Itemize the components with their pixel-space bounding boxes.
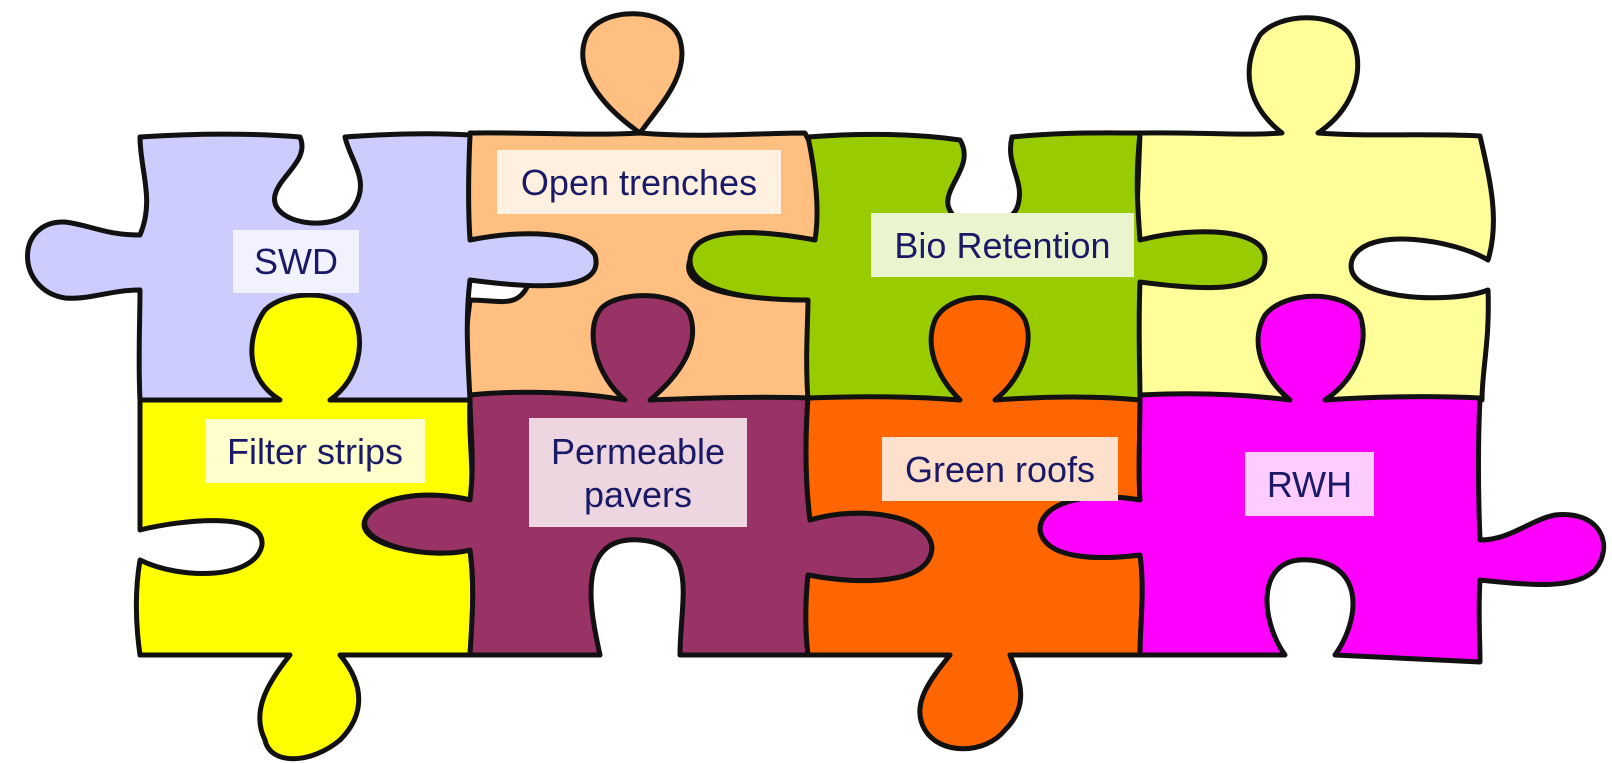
label-bio-retention: Bio Retention [871, 213, 1134, 277]
label-rwh: RWH [1245, 452, 1374, 516]
puzzle-piece-blank [1131, 15, 1496, 403]
label-swd: SWD [233, 230, 359, 293]
label-filter-strips: Filter strips [205, 419, 425, 483]
label-open-trenches: Open trenches [497, 150, 781, 214]
puzzle-piece-filter-strips [133, 292, 476, 762]
label-permeable-pavers: Permeable pavers [529, 418, 747, 527]
label-green-roofs: Green roofs [882, 437, 1118, 501]
